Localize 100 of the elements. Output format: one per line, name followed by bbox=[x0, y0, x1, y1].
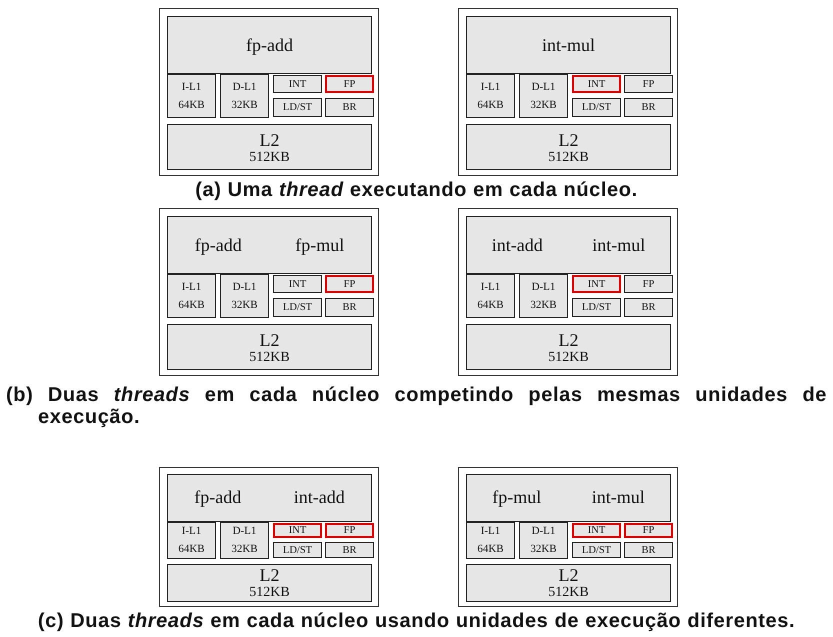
unit-box bbox=[273, 298, 322, 317]
box-label: 32KB bbox=[530, 542, 557, 557]
unit-box bbox=[624, 298, 673, 317]
box-label: 32KB bbox=[530, 298, 557, 312]
unit-box bbox=[624, 98, 673, 117]
unit-box bbox=[624, 75, 673, 93]
unit-box bbox=[273, 75, 322, 93]
box-label: L2 bbox=[260, 330, 280, 350]
unit-box bbox=[273, 275, 322, 293]
box-label: I-L1 bbox=[182, 80, 202, 94]
box-label: L2 bbox=[558, 130, 578, 150]
unit-box bbox=[624, 523, 673, 538]
box-label: int-mul bbox=[592, 234, 646, 256]
box-label: 32KB bbox=[231, 542, 258, 557]
core-frame bbox=[458, 208, 678, 376]
box-label: BR bbox=[641, 302, 656, 313]
thread-box bbox=[466, 16, 671, 74]
box-label: FP bbox=[642, 78, 654, 90]
box-label: fp-add bbox=[194, 234, 242, 256]
box-label: LD/ST bbox=[282, 102, 312, 113]
box-label: L2 bbox=[260, 130, 280, 150]
box-label: FP bbox=[344, 278, 356, 290]
box-label: 512KB bbox=[548, 350, 589, 364]
unit-box bbox=[572, 275, 621, 293]
box-label: 64KB bbox=[178, 298, 205, 312]
caption: (c) Duas threads em cada núcleo usando unidades de execução diferentes. bbox=[36, 610, 796, 632]
box-label: fp-mul bbox=[295, 234, 344, 256]
unit-box bbox=[572, 98, 621, 117]
box-label: INT bbox=[288, 278, 306, 290]
unit-box bbox=[624, 275, 673, 293]
box-label: fp-add bbox=[246, 34, 293, 56]
box-label: 32KB bbox=[530, 98, 557, 112]
cache-box bbox=[167, 522, 216, 559]
unit-box bbox=[325, 98, 374, 117]
box-label: LD/ST bbox=[582, 544, 612, 556]
box-label: 32KB bbox=[231, 298, 258, 312]
cache-box bbox=[466, 274, 515, 318]
box-label: LD/ST bbox=[282, 544, 312, 556]
cache-box bbox=[167, 564, 372, 602]
box-label: L2 bbox=[558, 330, 578, 350]
box-label: fp-add bbox=[194, 487, 242, 508]
unit-box bbox=[273, 542, 322, 558]
cache-box bbox=[466, 324, 671, 370]
box-label: 512KB bbox=[548, 585, 589, 600]
box-label: int-add bbox=[294, 487, 345, 508]
cache-box bbox=[519, 274, 568, 318]
core-frame bbox=[159, 467, 379, 607]
cache-box bbox=[466, 124, 671, 170]
cache-box bbox=[466, 74, 515, 118]
thread-box bbox=[167, 216, 372, 274]
box-label: int-add bbox=[492, 234, 543, 256]
box-label: 512KB bbox=[249, 585, 290, 600]
box-label: 64KB bbox=[477, 542, 504, 557]
core-frame bbox=[159, 208, 379, 376]
unit-box bbox=[572, 298, 621, 317]
unit-box bbox=[572, 523, 621, 538]
unit-box bbox=[273, 523, 322, 538]
box-label: BR bbox=[641, 544, 656, 556]
thread-box bbox=[167, 16, 372, 74]
unit-box bbox=[572, 542, 621, 558]
unit-box bbox=[325, 298, 374, 317]
box-label: INT bbox=[588, 525, 606, 536]
box-label: FP bbox=[344, 525, 356, 536]
cache-box bbox=[220, 74, 269, 118]
box-label: int-mul bbox=[592, 487, 645, 508]
box-label: 64KB bbox=[178, 98, 205, 112]
box-label: INT bbox=[588, 78, 606, 90]
thread-box bbox=[167, 474, 372, 522]
box-label: L2 bbox=[260, 565, 280, 586]
box-label: 32KB bbox=[231, 98, 258, 112]
core-frame bbox=[458, 467, 678, 607]
box-label: INT bbox=[588, 278, 606, 290]
core-frame bbox=[458, 8, 678, 176]
unit-box bbox=[273, 98, 322, 117]
box-label: 512KB bbox=[249, 150, 290, 164]
cache-box bbox=[519, 522, 568, 559]
box-label: BR bbox=[342, 302, 356, 313]
unit-box bbox=[624, 542, 673, 558]
unit-box bbox=[325, 542, 374, 558]
box-label: 512KB bbox=[548, 150, 589, 164]
box-label: BR bbox=[342, 544, 356, 556]
box-label: D-L1 bbox=[532, 80, 556, 94]
unit-box bbox=[325, 275, 374, 293]
box-label: I-L1 bbox=[182, 280, 202, 294]
box-label: D-L1 bbox=[532, 524, 556, 540]
box-label: 64KB bbox=[477, 98, 504, 112]
cache-box bbox=[220, 522, 269, 559]
caption: (b) Duas threads em cada núcleo competindo pelas mesmas unidades de execução. bbox=[6, 384, 827, 428]
unit-box bbox=[325, 523, 374, 538]
box-label: int-mul bbox=[542, 34, 595, 56]
cache-box bbox=[167, 124, 372, 170]
cache-box bbox=[466, 522, 515, 559]
box-label: fp-mul bbox=[492, 487, 542, 508]
box-label: 512KB bbox=[249, 350, 290, 364]
box-label: LD/ST bbox=[282, 302, 312, 313]
box-label: I-L1 bbox=[480, 524, 500, 540]
cache-box bbox=[167, 74, 216, 118]
box-label: FP bbox=[344, 78, 356, 90]
thread-box bbox=[466, 474, 671, 522]
box-label: FP bbox=[642, 525, 654, 536]
